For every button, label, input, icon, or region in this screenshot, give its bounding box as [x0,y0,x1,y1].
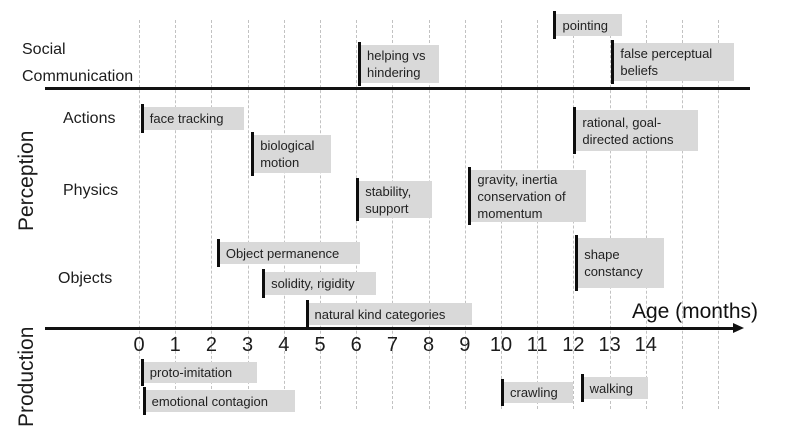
bar-onset-tick [611,40,615,84]
milestone-label: pointing [562,17,609,33]
bar-onset-tick [262,269,266,298]
milestone-bar-stability-support: stability, support [356,178,433,221]
gridline-month-2 [211,20,213,409]
x-tick-label-4: 4 [278,334,290,356]
x-tick-label-10: 10 [489,334,513,356]
x-tick-label-11: 11 [526,334,548,356]
milestone-bar-proto-imitation: proto-imitation [140,359,257,386]
bar-onset-tick [553,11,557,39]
bar-onset-tick [573,107,577,154]
milestone-label: face tracking [149,111,224,126]
milestone-label: stability, support [365,183,412,216]
x-axis-arrowhead-icon [733,323,744,333]
x-tick-label-1: 1 [169,334,181,356]
x-tick-label-3: 3 [242,334,254,356]
gridline-month-0 [139,20,140,409]
milestone-bar-natural-kind-categories: natural kind categories [305,300,473,328]
bar-onset-tick [305,300,309,328]
gridline-month-1 [175,20,177,409]
bar-onset-tick [140,104,144,133]
milestone-bar-crawling: crawling [501,379,574,406]
milestone-label: gravity, inertia conservation of momentu… [477,171,566,221]
x-tick-label-6: 6 [350,334,362,356]
bar-onset-tick [468,167,472,225]
x-tick-label-9: 9 [459,334,471,356]
group-label-social-communication: Social Communication [22,41,134,85]
milestone-label: shape constancy [584,247,643,279]
bar-onset-tick [216,239,220,267]
x-tick-label-8: 8 [423,334,435,356]
x-tick-label-5: 5 [314,334,326,356]
x-tick-label-7: 7 [386,334,398,356]
milestone-label: rational, goal- directed actions [582,114,674,147]
milestone-bar-solidity-rigidity: solidity, rigidity [262,269,377,298]
bar-onset-tick [358,42,361,86]
milestone-bar-object-permanence: Object permanence [216,239,360,267]
bar-onset-tick [251,132,255,176]
milestone-bar-pointing: pointing [553,11,623,39]
bar-onset-tick [501,379,504,406]
gridline-month-4 [283,20,285,409]
milestone-label: proto-imitation [149,365,233,380]
milestone-bar-biological-motion: biological motion [251,132,331,176]
milestone-bar-shape-constancy: shape constancy [575,235,664,291]
bar-onset-tick [580,374,584,402]
milestone-label: natural kind categories [314,306,446,322]
milestone-label: crawling [510,385,558,400]
bar-onset-tick [140,359,144,386]
gridline-month-5 [320,20,321,409]
milestone-label: biological motion [260,138,315,170]
row-label-physics: Physics [63,182,119,199]
gridline-month-3 [247,20,249,409]
x-tick-label-2: 2 [205,334,217,356]
milestone-bar-face-tracking: face tracking [140,104,244,133]
milestone-bar-helping-vs-hindering: helping vs hindering [358,42,440,86]
milestone-label: Object permanence [225,245,340,261]
x-axis-line [45,327,735,330]
x-tick-label-0: 0 [133,334,145,356]
group-label-perception: Perception [15,130,38,231]
milestone-bar-false-perceptual-beliefs: false perceptual beliefs [611,40,735,84]
social-section-divider-line [45,87,750,90]
milestone-bar-gravity-inertia-momentum: gravity, inertia conservation of momentu… [468,167,587,225]
x-tick-label-13: 13 [598,334,621,356]
x-tick-label-12: 12 [562,334,585,356]
bar-onset-tick [575,235,579,291]
milestone-bar-walking: walking [580,374,648,402]
milestone-label: emotional contagion [151,393,268,409]
group-label-production: Production [15,326,38,427]
gridline-month-14 [645,20,647,409]
row-label-objects: Objects [58,270,113,287]
gridline-month-9 [464,20,466,409]
x-axis-title: Age (months) [631,300,758,323]
gridline-month-16 [718,20,720,409]
milestone-label: walking [589,380,633,396]
milestone-label: helping vs hindering [367,48,426,80]
milestone-label: false perceptual beliefs [620,46,713,78]
x-tick-label-14: 14 [634,334,657,356]
bar-onset-tick [356,178,360,221]
milestone-bar-rational-goal-directed-actions: rational, goal- directed actions [573,107,699,154]
bar-onset-tick [142,387,146,415]
gridline-month-15 [682,20,683,409]
row-label-actions: Actions [63,110,116,127]
gridline-month-13 [609,20,611,409]
milestone-label: solidity, rigidity [271,276,355,291]
milestone-bar-emotional-contagion: emotional contagion [142,387,295,415]
